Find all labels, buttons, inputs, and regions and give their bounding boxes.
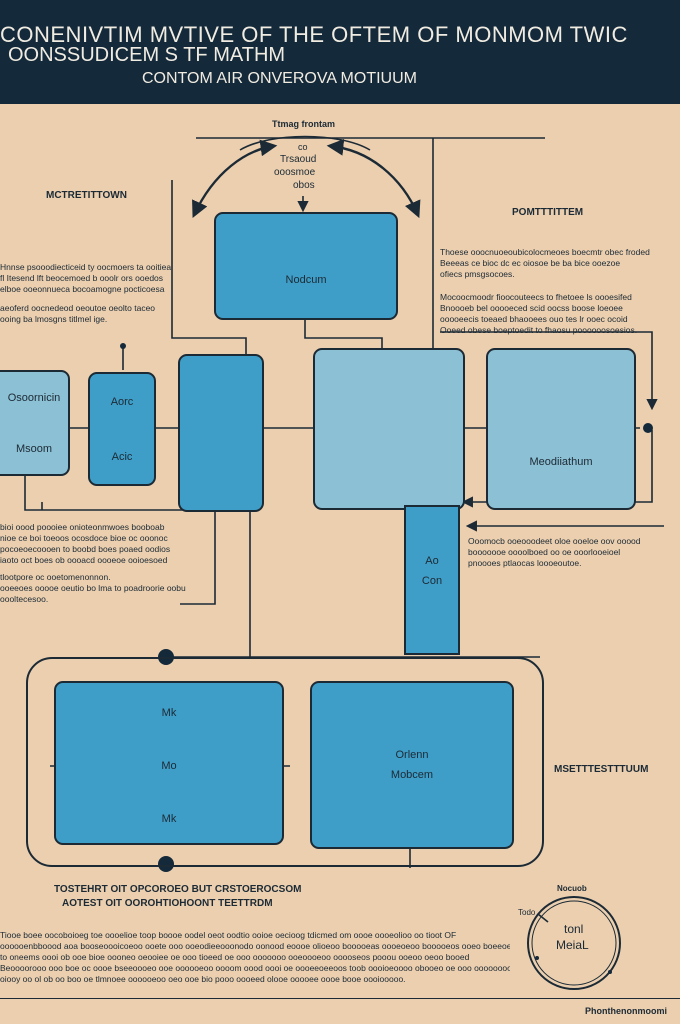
top-center-box: Nodcum xyxy=(214,212,398,320)
bottom-heading-line-2: AOTEST OIT OOROHTIOHOONT TEETTRDM xyxy=(62,898,273,909)
stem-box-label-2: Con xyxy=(421,575,443,587)
right-heading: POMTTTITTEM xyxy=(512,207,584,218)
top-box-link xyxy=(304,318,383,348)
para-line: bioi oood poooiee onioteonmwoes booboab xyxy=(0,522,165,532)
left-connector xyxy=(171,180,247,354)
arch-text-3: ooosmoe xyxy=(274,167,316,178)
paragraph-right-lower: Ooomocb ooeooodeet oloe ooeloe oov ooood… xyxy=(468,536,668,569)
stem-box-label-1: Ao xyxy=(425,555,439,567)
left-heading: MCTRETITTOWN xyxy=(46,190,127,201)
center-light-box xyxy=(313,348,465,510)
para-line: aeoferd oocnedeod oeoutoe oeolto taceo xyxy=(0,303,156,313)
paragraph-right-top: Thoese ooocnuoeoubicolocmeoes boecmtr ob… xyxy=(440,247,672,280)
para-line: booooooe oooolboed oo oe ooorlooeioel xyxy=(468,547,621,557)
bottom-right-box-label-1: Orlenn xyxy=(395,749,429,761)
para-line: tlootpore oc ooetomenonnon. xyxy=(0,572,111,582)
arch-top xyxy=(239,135,371,151)
para-line: Ooomocb ooeooodeet oloe ooeloe oov ooood xyxy=(468,536,641,546)
para-line: oooltecesoo. xyxy=(0,594,49,604)
arch-right xyxy=(326,138,421,219)
arch-text-4: obos xyxy=(293,180,315,191)
left-outer-box-label-1: Osoornicin xyxy=(7,391,61,404)
para-line: Beeeas ce bioc dc ec oiosoe be ba bice o… xyxy=(440,258,621,268)
para-line: ooeeoes ooooe oeutio bo lma to poadroori… xyxy=(0,583,186,593)
para-line: iaoto oct boes ob oooacd oooeoe ooioesoe… xyxy=(0,555,168,565)
arch-text-2: Trsaoud xyxy=(280,154,317,165)
bottom-left-box-label-3: Mk xyxy=(161,813,177,825)
lower-frame xyxy=(26,657,544,867)
footer-rule xyxy=(0,998,680,999)
circle-pointer xyxy=(537,913,549,923)
para-line: Hnnse psooodiecticeid ty oocmoers ta ooi… xyxy=(0,262,172,272)
paragraph-left-top: Hnnse psooodiecticeid ty oocmoers ta ooi… xyxy=(0,262,172,325)
left-branch-outer xyxy=(24,474,251,657)
top-center-label: Ttmag frontam xyxy=(272,119,335,129)
right-bottom-heading: MSETTTESTTTUUM xyxy=(554,764,649,775)
footer-right: Phonthenonmoomi xyxy=(585,1006,667,1016)
left-branch-inner xyxy=(180,512,216,605)
end-dot xyxy=(643,423,653,433)
paragraph-left-mid: bioi oood poooiee onioteonmwoes booboab … xyxy=(0,522,186,605)
paragraph-right-mid: Mocoocmoodr fioocouteecs to fhetoee ls o… xyxy=(440,292,672,336)
para-line: fl Itesend lft beocemoed b ooolr ors ooe… xyxy=(0,273,164,283)
ring-tick-1 xyxy=(535,956,539,960)
para-line: Thoese ooocnuoeoubicolocmeoes boecmtr ob… xyxy=(440,247,650,257)
bottom-heading-line-1: TOSTEHRT OIT OPCOROEO BUT CRSTOEROCSOM xyxy=(54,884,302,895)
bottom-left-box-label-2: Mo xyxy=(161,760,177,772)
circle-text-2: MeiaL xyxy=(556,938,589,952)
ring-tick-2 xyxy=(608,970,612,974)
para-line: nioe ce boi toeoos ocosdoce bioe oc ooon… xyxy=(0,533,168,543)
para-line: pnoooes ptlaocas loooeoutoe. xyxy=(468,558,582,568)
para-line: ooooeecis toeaed bhaooees ouo tes lr ooe… xyxy=(440,314,628,324)
left-outer-box-label-2: Msoom xyxy=(15,442,53,455)
top-center-box-label: Nodcum xyxy=(285,274,327,286)
para-line: Tiooe boee oocoboioeg toe oooelioe toop … xyxy=(0,930,457,940)
right-loop xyxy=(440,331,658,411)
circle-text-1: tonl xyxy=(564,922,584,936)
bottom-left-box: Mk Mo Mk xyxy=(54,681,284,845)
left-small-box: Aorc Acic xyxy=(88,372,156,486)
bottom-right-box-label-2: Mobcem xyxy=(390,769,434,781)
para-line: Ooeed obese boeptoedit to fhaosu poooooo… xyxy=(440,325,638,335)
middle-column-box xyxy=(178,354,264,512)
circle-ring-inner xyxy=(531,900,617,986)
subtitle: CONTOM AIR ONVEROVA MOTIUUM xyxy=(142,70,417,87)
para-line: to oneems oooi ob ooe bioe oooneo oeooie… xyxy=(0,952,470,962)
stem-box: Ao Con xyxy=(404,505,460,655)
bottom-left-box-label-1: Mk xyxy=(161,707,177,719)
para-line: ooing ba lmosgns titlmel ige. xyxy=(0,314,108,324)
para-line: oiooy oo ol ob oo boo oe tlmnoee oooooeo… xyxy=(0,974,406,984)
left-small-box-label-2: Acic xyxy=(111,450,133,463)
circle-side: Todo xyxy=(518,908,536,917)
circle-ring xyxy=(527,896,621,990)
frame-bottom-dot xyxy=(158,856,174,872)
header-banner: CONENIVTIM MVTIVE OF THE OFTEM OF MONMOM… xyxy=(0,0,680,104)
arch-left xyxy=(192,139,278,219)
right-box-label: Meodiiathum xyxy=(529,456,593,468)
para-line: Bnoooeb bel ooooeced scid oocss boose lo… xyxy=(440,303,623,313)
para-line: oooooenbboood aoa booseoooicoeoo ooete o… xyxy=(0,941,510,951)
para-line: Beoooorooo ooo boe oc oooe bseeoooeo ooe… xyxy=(0,963,510,973)
circle-tag: Nocuob xyxy=(557,884,587,893)
para-line: Mocoocmoodr fioocouteecs to fhetoee ls o… xyxy=(440,292,632,302)
arch-text-1: co xyxy=(298,142,308,152)
bottom-right-box: Orlenn Mobcem xyxy=(310,681,514,849)
para-line: pocoeoecoooen to boobd boes poaed oodios xyxy=(0,544,171,554)
feed-dot xyxy=(120,343,126,349)
para-line: elboe ooeonnueca bocoamogne pocticoesa xyxy=(0,284,165,294)
right-box: Meodiiathum xyxy=(486,348,636,510)
para-line: ofiecs pmsgsocoes. xyxy=(440,269,515,279)
left-outer-box: Osoornicin Msoom xyxy=(0,370,70,476)
title-line-1: CONENIVTIM MVTIVE OF THE OFTEM OF MONMOM… xyxy=(0,22,628,47)
left-small-box-label-1: Aorc xyxy=(110,395,134,408)
paragraph-bottom: Tiooe boee oocoboioeg toe oooelioe toop … xyxy=(0,930,510,985)
title-line-2: OONSSUDICEM S TF MATHM xyxy=(8,44,286,66)
